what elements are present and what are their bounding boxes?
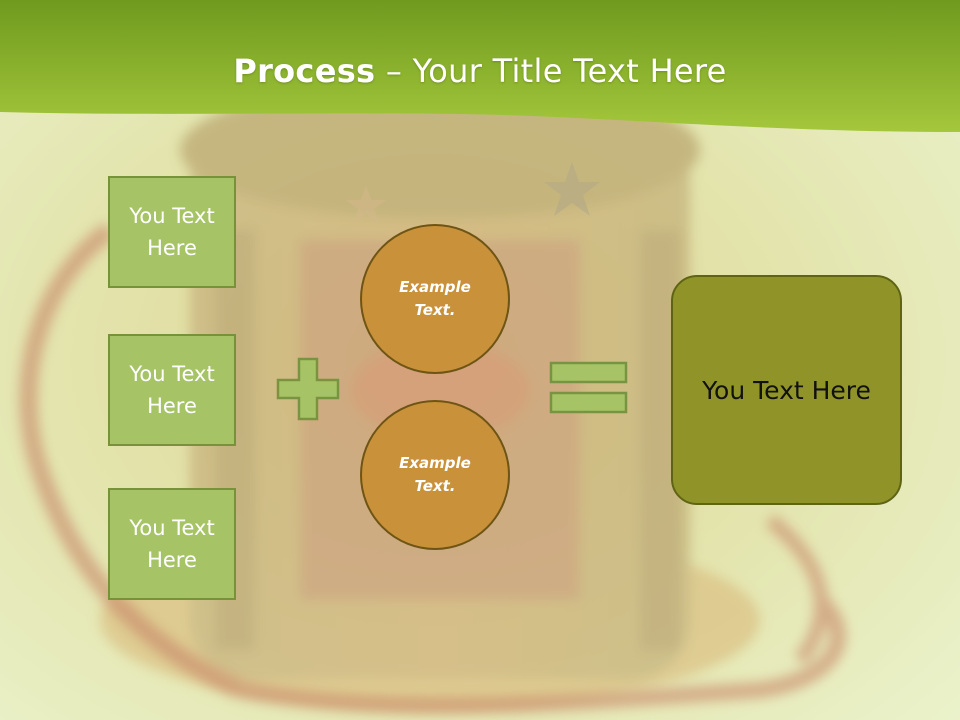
example-circle-1[interactable]: Example Text. [360, 224, 510, 374]
example-circle-2[interactable]: Example Text. [360, 400, 510, 550]
input-box-1[interactable]: You Text Here [108, 176, 236, 288]
prayer-beads [19, 222, 846, 714]
header-band [0, 0, 960, 132]
input-box-label: You Text Here [129, 516, 215, 572]
input-box-label: You Text Here [129, 362, 215, 418]
example-circle-label: Example Text. [399, 278, 471, 319]
input-box-3[interactable]: You Text Here [108, 488, 236, 600]
plus-icon [276, 357, 340, 421]
lantern-stars [346, 162, 600, 223]
title-rest: – Your Title Text Here [375, 52, 727, 90]
input-box-2[interactable]: You Text Here [108, 334, 236, 446]
example-circle-label: Example Text. [399, 454, 471, 495]
lantern-silhouette [100, 80, 760, 710]
input-box-label: You Text Here [129, 204, 215, 260]
result-box[interactable]: You Text Here [671, 275, 902, 505]
slide-title: Process – Your Title Text Here [0, 52, 960, 90]
title-bold: Process [233, 52, 376, 90]
result-box-label: You Text Here [702, 375, 871, 405]
equals-icon [549, 361, 628, 414]
